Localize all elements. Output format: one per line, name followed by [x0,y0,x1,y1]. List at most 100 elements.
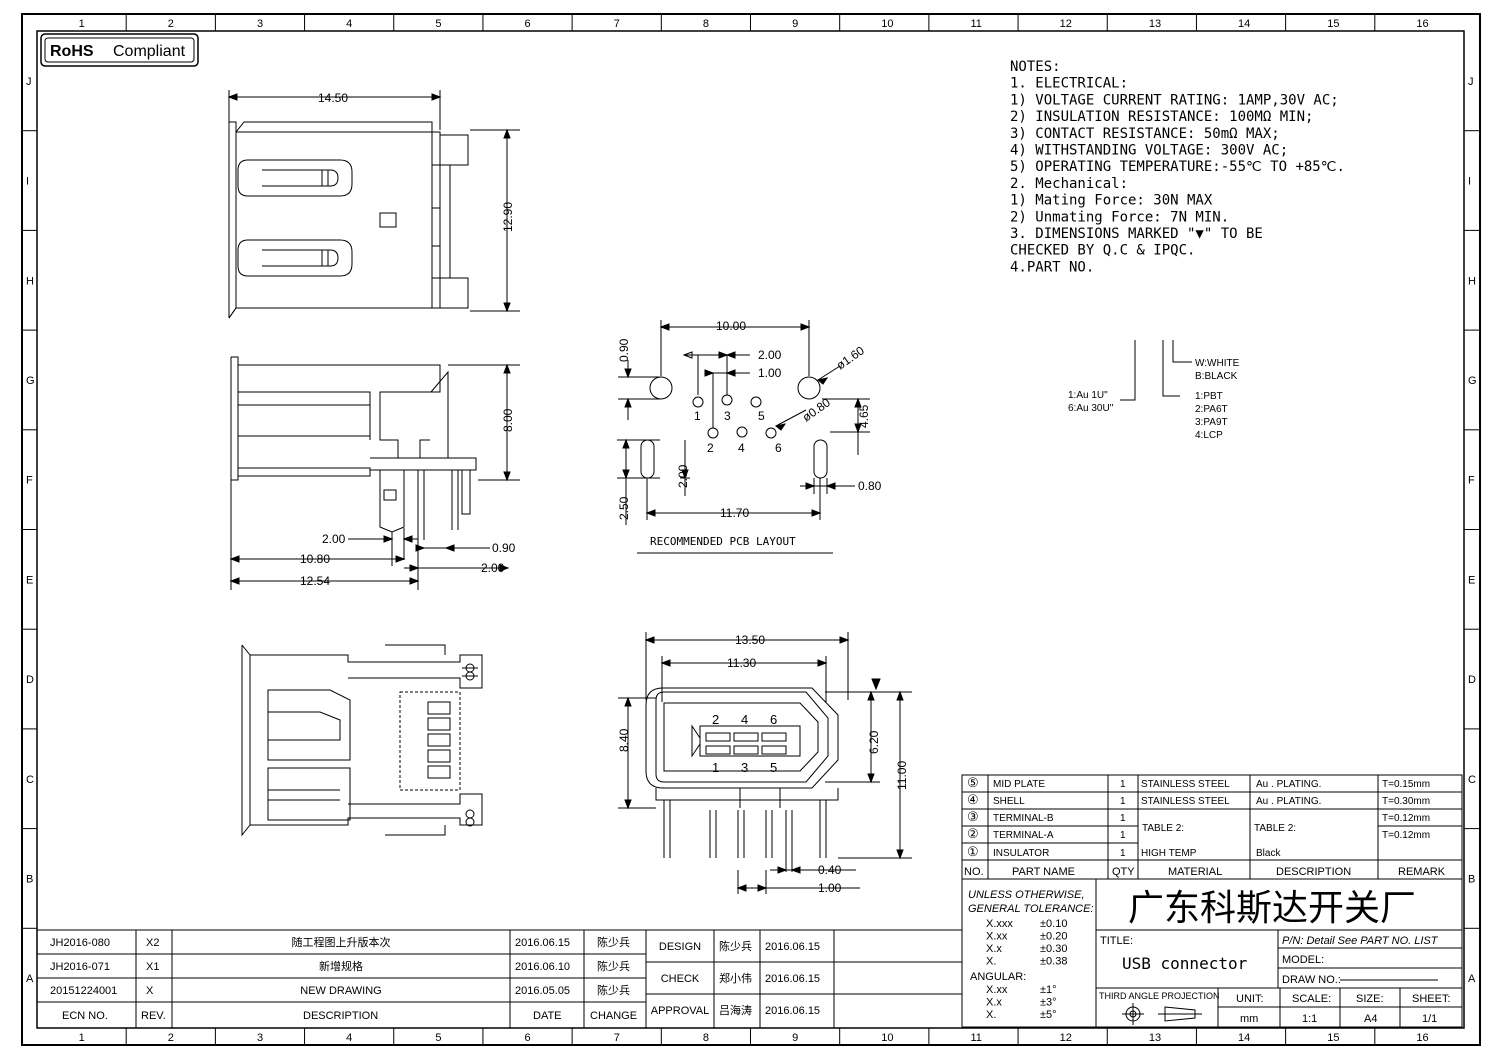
bom-header-no: NO. [964,866,984,878]
bom-qty: 1 [1120,848,1126,859]
pin-1: 1 [712,760,719,775]
bom-header-name: PART NAME [1012,866,1075,878]
border-col-top: 5 [435,18,441,30]
sheet-value: 1/1 [1422,1013,1437,1025]
border-row-left: D [26,674,34,686]
front-pin-numbers: 2 4 6 1 3 5 [712,712,777,775]
approval-role: CHECK [661,973,700,985]
dim-pcb-total: 11.70 [720,506,749,520]
border-col-top: 8 [703,18,709,30]
pcb-pin-3: 3 [724,409,731,423]
dim-pcb-slot: 2.00 [676,464,690,488]
note-line: 5) OPERATING TEMPERATURE:-55℃ TO +85℃. [1010,159,1345,175]
border-col-bottom: 9 [792,1032,798,1044]
tolerance-angular: X.xx±1°X.x±3°X.±5° [986,984,1057,1021]
rev-by: 陈少兵 [597,983,630,997]
rev-by: 陈少兵 [597,935,630,949]
border-row-right: F [1468,475,1475,487]
bom-part-name: TERMINAL-B [993,813,1054,824]
tolerance-title-1: UNLESS OTHERWISE, [968,889,1085,901]
border-row-right: H [1468,275,1476,287]
rev-by: 陈少兵 [597,959,630,973]
border-col-bottom: 6 [525,1032,531,1044]
bom-qty: 1 [1120,813,1126,824]
bom-part-name: TERMINAL-A [993,830,1054,841]
dim-pcb-hole-small: ø0.80 [800,395,833,424]
border-col-bottom: 2 [168,1032,174,1044]
border-col-bottom: 4 [346,1032,352,1044]
tolerance-block: UNLESS OTHERWISE, GENERAL TOLERANCE: X.x… [968,889,1094,1021]
note-line: NOTES: [1010,59,1061,75]
border-row-right: I [1468,176,1471,188]
pin-2: 2 [712,712,719,727]
border-col-top: 9 [792,18,798,30]
bom-description: Black [1256,848,1281,859]
pin-5: 5 [770,760,777,775]
tolerance-format: X. [986,956,996,968]
bom-material: STAINLESS STEEL [1141,796,1230,807]
dim-pcb-top: 0.90 [617,338,631,362]
border-row-right: G [1468,375,1477,387]
border-col-top: 10 [881,18,893,30]
approval-date: 2016.06.15 [765,941,820,953]
border-row-right: C [1468,774,1476,786]
border-zone-ticks [22,14,1480,1045]
bom-part-name: SHELL [993,796,1025,807]
pin-6: 6 [770,712,777,727]
bom-no: ⑤ [967,775,979,790]
bom-table [961,774,1463,880]
dim-side-b: 10.80 [300,552,330,566]
bom-header-material: MATERIAL [1168,866,1222,878]
bom-description: Au . PLATING. [1256,779,1321,790]
bottom-view [241,644,483,837]
sheet-label: SHEET: [1412,993,1451,1005]
approval-date: 2016.06.15 [765,973,820,985]
border-zone-labels: 1122334455667788991010111112121313141415… [26,18,1477,1044]
angular-value: ±1° [1040,984,1057,996]
border-col-top: 16 [1416,18,1428,30]
rev-ecn: JH2016-071 [50,961,110,973]
company-name: 广东科斯达开关厂 [1128,888,1416,929]
unit-label: UNIT: [1236,993,1264,1005]
rohs-badge: RoHS Compliant [40,33,199,67]
plating-1: 1:Au 1U" [1068,390,1108,401]
note-line: 2) INSULATION RESISTANCE: 100MΩ MIN; [1010,109,1313,125]
bom-no: ① [967,844,979,859]
angular-value: ±3° [1040,997,1057,1009]
dim-top-width: 14.50 [318,91,348,105]
border-col-bottom: 5 [435,1032,441,1044]
border-col-top: 12 [1060,18,1072,30]
material-1: 1:PBT [1195,391,1223,402]
drawing-title: USB connector [1122,954,1248,973]
border-col-top: 7 [614,18,620,30]
border-row-right: A [1468,973,1476,985]
angular-format: X.xx [986,984,1008,996]
compliant-label: Compliant [113,43,186,60]
dim-front-height: 8.40 [617,728,631,752]
border-col-top: 3 [257,18,263,30]
notes: NOTES:1. ELECTRICAL: 1) VOLTAGE CURRENT … [1010,59,1345,275]
pcb-pin-6: 6 [775,441,782,455]
revision-header: ECN NO. REV. DESCRIPTION DATE CHANGE [62,1010,637,1022]
angular-label: ANGULAR: [970,971,1026,983]
border-col-top: 13 [1149,18,1161,30]
dim-pcb-slot-width: 0.80 [858,479,882,493]
front-view [618,632,912,894]
unit-value: mm [1240,1013,1258,1025]
bom-remark: T=0.12mm [1382,813,1430,824]
tolerance-value: ±0.30 [1040,943,1067,955]
bom-no: ② [967,826,979,841]
dim-pcb-row: 1.00 [758,366,782,380]
table2-description: TABLE 2: [1254,823,1296,834]
rev-header-rev: REV. [141,1010,166,1022]
dim-front-pin: 0.40 [818,863,842,877]
border-col-bottom: 15 [1327,1032,1339,1044]
projection-label: THIRD ANGLE PROJECTION [1099,991,1220,1001]
pcb-pin-5: 5 [758,409,765,423]
dim-top-height: 12.90 [501,202,515,232]
top-view [227,90,520,319]
rev-date: 2016.05.05 [515,985,570,997]
border-col-bottom: 8 [703,1032,709,1044]
